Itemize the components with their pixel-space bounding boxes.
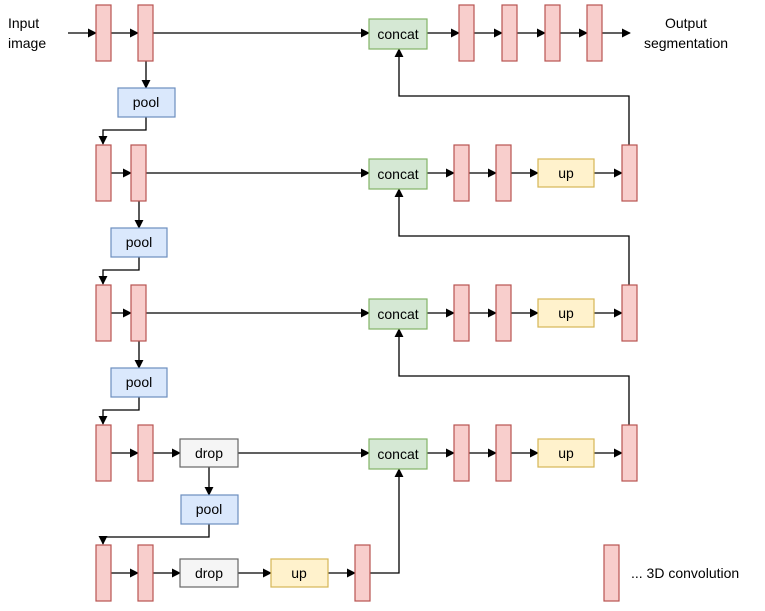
conv-block (501, 4, 518, 62)
output-label-line1: Output (665, 15, 707, 31)
up-node-2: up (537, 158, 595, 188)
conv-block (453, 144, 470, 202)
edge-up-to-concat1 (394, 48, 630, 145)
pool-label: pool (126, 234, 152, 250)
conv-block (95, 544, 112, 602)
up-node-3: up (537, 298, 595, 328)
edges (68, 28, 631, 578)
conv-block (495, 144, 512, 202)
up-node-4: up (537, 438, 595, 468)
conv-block (130, 144, 147, 202)
conv-block (354, 544, 371, 602)
concat-label: concat (377, 26, 418, 42)
pool-node-4: pool (180, 494, 239, 525)
edge-up-to-concat3 (394, 328, 630, 425)
legend: ... 3D convolution (603, 544, 739, 602)
drop-label: drop (195, 565, 223, 581)
edge-bottleneck-to-concat4 (370, 468, 404, 574)
conv-block (453, 424, 470, 482)
conv-block (95, 144, 112, 202)
input-label-line1: Input (8, 15, 39, 31)
pool-node-3: pool (110, 367, 168, 398)
conv-block (495, 424, 512, 482)
conv-block (130, 284, 147, 342)
concat-node-4: concat (368, 438, 428, 470)
conv-block (621, 424, 638, 482)
concat-node-1: concat (368, 18, 428, 50)
up-label: up (291, 565, 307, 581)
pool-label: pool (126, 374, 152, 390)
concat-label: concat (377, 166, 418, 182)
legend-conv-swatch (603, 544, 620, 602)
pool-node-1: pool (117, 87, 176, 118)
up-node-5: up (270, 558, 329, 588)
conv-block (95, 284, 112, 342)
output-label-line2: segmentation (644, 35, 728, 51)
drop-label: drop (195, 445, 223, 461)
edge-pool1-row2 (98, 117, 147, 145)
legend-label: ... 3D convolution (631, 565, 739, 581)
drop-node-4: drop (179, 438, 239, 468)
edge-pool3-row4 (98, 397, 140, 425)
conv-block (453, 284, 470, 342)
pool-label: pool (196, 501, 222, 517)
concat-node-2: concat (368, 158, 428, 190)
concat-node-3: concat (368, 298, 428, 330)
conv-block (458, 4, 475, 62)
conv-block (137, 4, 154, 62)
conv-block (621, 144, 638, 202)
conv-block (137, 544, 154, 602)
conv-block (586, 4, 603, 62)
up-label: up (558, 165, 574, 181)
edge-up-to-concat2 (394, 188, 630, 285)
conv-block (95, 424, 112, 482)
conv-block (621, 284, 638, 342)
concat-label: concat (377, 306, 418, 322)
up-label: up (558, 305, 574, 321)
drop-node-5: drop (179, 558, 239, 588)
pool-label: pool (133, 94, 159, 110)
edge-pool4-row5 (98, 524, 210, 545)
concat-label: concat (377, 446, 418, 462)
edge-pool2-row3 (98, 257, 140, 285)
conv-block (544, 4, 561, 62)
input-label-line2: image (8, 35, 46, 51)
up-label: up (558, 445, 574, 461)
pool-node-2: pool (110, 227, 168, 258)
conv-block (95, 4, 112, 62)
conv-block (495, 284, 512, 342)
conv-block (137, 424, 154, 482)
